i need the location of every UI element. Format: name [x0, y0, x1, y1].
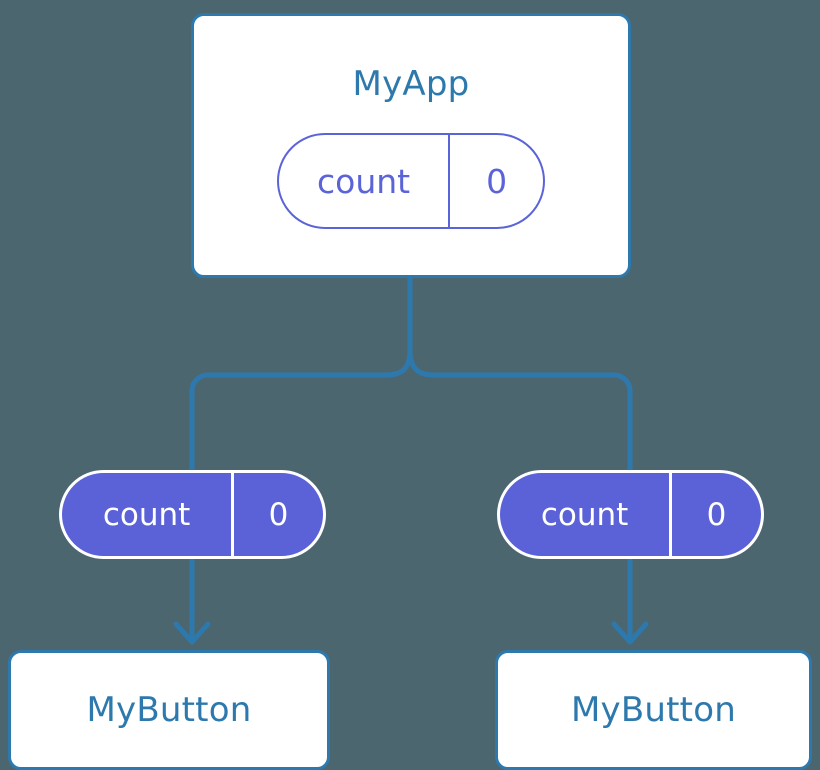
arrow-right-head-icon [611, 621, 649, 645]
arrow-left-head-icon [173, 621, 211, 645]
component-box-mybutton-left[interactable]: MyButton [8, 650, 330, 770]
state-pill-value: 0 [231, 473, 323, 556]
state-pill-key: count [317, 161, 411, 201]
state-pill-myapp[interactable]: count 0 [277, 133, 545, 229]
component-box-mybutton-right[interactable]: MyButton [495, 650, 812, 770]
split-left-edge [189, 349, 413, 470]
state-pill-value: 0 [669, 473, 761, 556]
split-right-edge [407, 349, 633, 470]
state-pill-key: count [540, 496, 629, 533]
state-pill-left[interactable]: count 0 [59, 470, 326, 559]
state-pill-right[interactable]: count 0 [497, 470, 764, 559]
component-title-mybutton: MyButton [571, 690, 736, 730]
component-title-mybutton: MyButton [86, 690, 252, 730]
state-pill-key: count [102, 496, 191, 533]
state-pill-value: 0 [448, 135, 543, 227]
component-title-myapp: MyApp [352, 64, 470, 104]
